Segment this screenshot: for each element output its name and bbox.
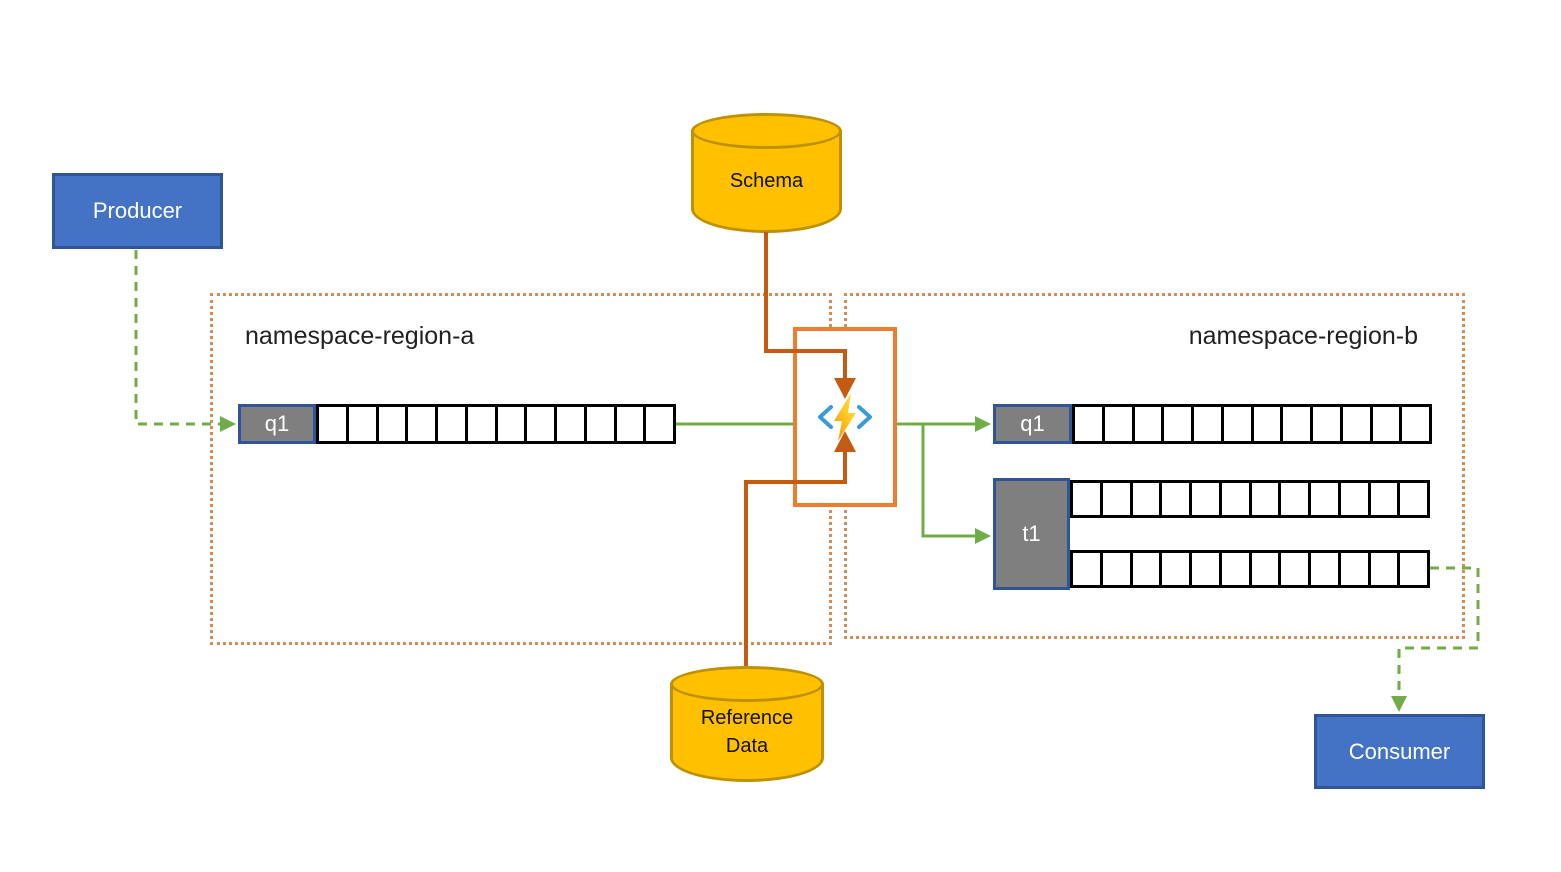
- schema-store-cylinder: Schema: [691, 113, 842, 233]
- queue-cell: [319, 407, 346, 441]
- queue-cell: [643, 407, 673, 441]
- queue-cell: [1191, 407, 1221, 441]
- queue-cell: [1161, 407, 1191, 441]
- cylinder-top: [691, 113, 842, 149]
- queue-cell: [435, 407, 465, 441]
- queue-cell: [1101, 407, 1132, 441]
- queue-a-q1-label: q1: [238, 404, 316, 444]
- queue-cell: [613, 407, 644, 441]
- left-angle-bracket: [818, 405, 833, 429]
- queue-cell: [1367, 483, 1398, 515]
- topic-b-t1-cells-row2: [1070, 550, 1430, 588]
- queue-cell: [1397, 483, 1427, 515]
- queue-cell: [1129, 553, 1160, 585]
- stream-processor-node: [793, 327, 897, 507]
- queue-cell: [1339, 407, 1370, 441]
- queue-cell: [1159, 483, 1189, 515]
- queue-cell: [1308, 553, 1338, 585]
- queue-cell: [583, 407, 614, 441]
- schema-store-label: Schema: [729, 170, 804, 192]
- queue-cell: [1129, 483, 1160, 515]
- namespace-region-a-label: namespace-region-a: [245, 322, 475, 350]
- queue-cell: [1159, 553, 1189, 585]
- queue-cell: [494, 407, 525, 441]
- right-angle-bracket: [857, 405, 872, 429]
- consumer-node: Consumer: [1314, 714, 1485, 789]
- queue-cell: [524, 407, 554, 441]
- producer-node: Producer: [52, 173, 223, 249]
- azure-function-icon: [818, 393, 872, 441]
- queue-b-q1-cells: [1072, 404, 1432, 444]
- queue-cell: [1220, 407, 1251, 441]
- queue-cell: [1337, 483, 1368, 515]
- queue-cell: [1248, 553, 1279, 585]
- queue-cell: [1218, 553, 1249, 585]
- queue-cell: [345, 407, 376, 441]
- topic-b-t1-label: t1: [993, 478, 1070, 590]
- t1-to-consumer-arrowhead: [1391, 696, 1407, 712]
- queue-cell: [1073, 483, 1100, 515]
- queue-a-q1-cells: [316, 404, 676, 444]
- producer-to-q1-line: [134, 250, 220, 426]
- queue-cell: [1278, 483, 1308, 515]
- queue-cell: [1189, 483, 1219, 515]
- reference-data-label: Reference Data: [700, 707, 794, 757]
- queue-b-q1-label: q1: [993, 404, 1072, 444]
- queue-cell: [1099, 553, 1130, 585]
- queue-cell: [1367, 553, 1398, 585]
- queue-cell: [1280, 407, 1310, 441]
- queue-cell: [1369, 407, 1400, 441]
- queue-cell: [464, 407, 495, 441]
- queue-cell: [1073, 553, 1100, 585]
- topic-b-t1-cells-row1: [1070, 480, 1430, 518]
- queue-cell: [1248, 483, 1279, 515]
- lightning-bolt-icon: [834, 393, 856, 441]
- queue-cell: [1399, 407, 1429, 441]
- queue-cell: [1099, 483, 1130, 515]
- queue-cell: [1131, 407, 1162, 441]
- queue-cell: [1278, 553, 1308, 585]
- namespace-region-a-boundary: namespace-region-a: [210, 293, 832, 645]
- queue-cell: [375, 407, 406, 441]
- queue-cell: [1337, 553, 1368, 585]
- queue-cell: [1308, 483, 1338, 515]
- queue-cell: [1397, 553, 1427, 585]
- queue-cell: [1189, 553, 1219, 585]
- namespace-region-b-label: namespace-region-b: [1188, 322, 1418, 350]
- queue-cell: [554, 407, 584, 441]
- queue-cell: [1075, 407, 1102, 441]
- queue-cell: [1218, 483, 1249, 515]
- queue-cell: [1310, 407, 1340, 441]
- queue-cell: [1250, 407, 1281, 441]
- queue-cell: [405, 407, 435, 441]
- reference-data-cylinder: Reference Data: [670, 666, 824, 782]
- cylinder-top: [670, 666, 824, 702]
